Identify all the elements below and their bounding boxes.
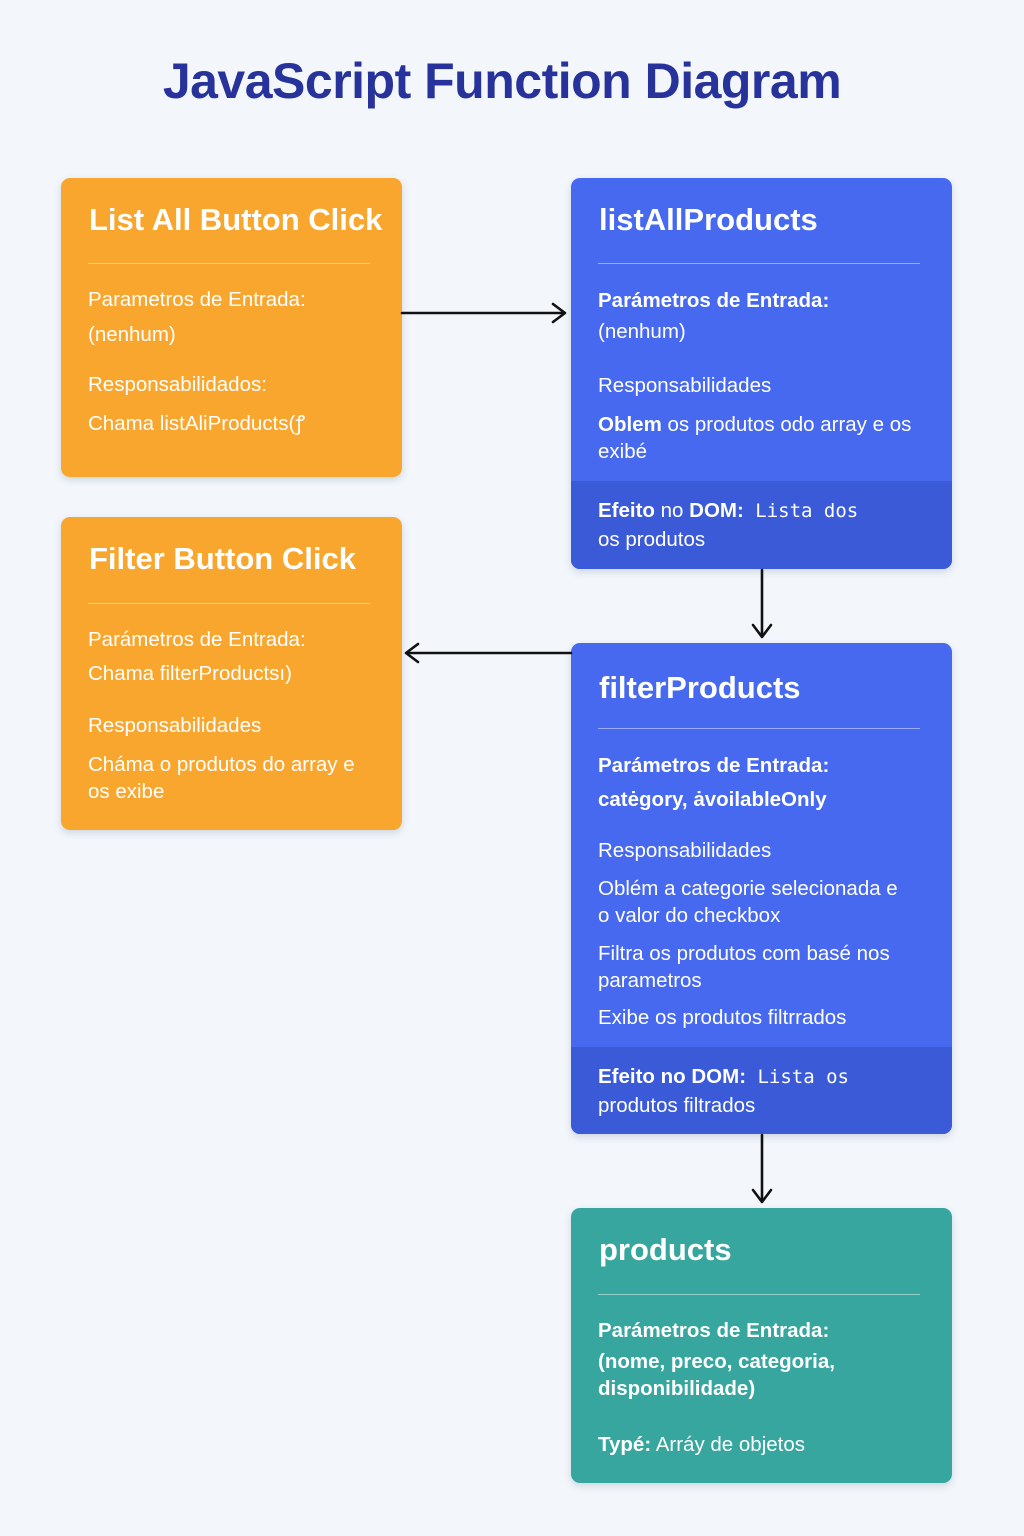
responsibilities-label: Responsabilidades: [598, 374, 772, 397]
params-value: catėgory, ȧvoilableOnly: [598, 788, 827, 811]
dom-effect-label-mid: no: [654, 499, 690, 522]
card-divider: [88, 263, 370, 264]
arrow-filter-products-to-filter-click: [404, 642, 573, 664]
params-value: (nenhum): [88, 323, 176, 346]
params-value: (nome, preco, categoria, disponibilidade…: [598, 1350, 835, 1400]
arrow-filter-products-to-products: [751, 1133, 773, 1204]
params-label: Parametros de Entrada:: [88, 288, 306, 311]
responsibilities-label: Responsabilidades: [598, 839, 772, 862]
arrow-list-all-products-to-filter-products: [751, 568, 773, 639]
card-title: listAllProducts: [599, 202, 818, 237]
dom-effect-line-2: os produtos: [598, 528, 706, 551]
dom-effect-label: Efeito: [598, 499, 655, 522]
responsibility-item: Oblém a categorie selecionada e o valor …: [598, 877, 898, 927]
dom-effect-line-1: Efeito no DOM: Lista dos: [598, 497, 932, 525]
dom-effect-value: Lista os: [746, 1066, 849, 1088]
dom-effect-panel: Efeito no DOM: Lista os produtos filtrad…: [571, 1047, 952, 1134]
card-list-all-button-click: List All Button Click Parametros de Entr…: [61, 178, 402, 477]
params-label: Parámetros de Entrada:: [598, 289, 830, 312]
type-value: Arráy de objetos: [651, 1433, 805, 1456]
dom-effect-line-2: produtos filtrados: [598, 1094, 756, 1117]
dom-effect-line-1: Efeito no DOM: Lista os: [598, 1063, 932, 1091]
dom-effect-label-end: DOM:: [689, 499, 744, 522]
responsibility-item: Cháma o produtos do array e os exibe: [88, 753, 355, 803]
responsibility-item: Exibe os produtos filtrrados: [598, 1006, 847, 1029]
responsibilities-label: Responsabilidades: [88, 714, 262, 737]
card-title: Filter Button Click: [89, 541, 356, 576]
card-title: products: [599, 1232, 732, 1267]
card-divider: [88, 603, 370, 604]
dom-effect-value: Lista dos: [743, 500, 859, 522]
card-divider: [598, 728, 920, 729]
card-divider: [598, 1294, 920, 1295]
card-list-all-products: listAllProducts Parámetros de Entrada: (…: [571, 178, 952, 569]
params-label: Parámetros de Entrada:: [88, 628, 306, 651]
diagram-title: JavaScript Function Diagram: [162, 53, 842, 109]
dom-effect-label: Efeito no DOM:: [598, 1065, 747, 1088]
card-filter-products: filterProducts Parámetros de Entrada: ca…: [571, 643, 952, 1134]
card-divider: [598, 263, 920, 264]
card-filter-button-click: Filter Button Click Parámetros de Entrad…: [61, 517, 402, 830]
responsibilities-label: Responsabilidados:: [88, 373, 267, 396]
type-line: Typé: Arráy de objetos: [598, 1431, 932, 1458]
params-value: Chama filterProductsı): [88, 662, 292, 685]
card-title: filterProducts: [599, 670, 801, 705]
responsibility-verb: Oblem: [598, 413, 662, 436]
params-label: Parámetros de Entrada:: [598, 1319, 830, 1342]
params-value: (nenhum): [598, 320, 686, 343]
params-label: Parámetros de Entrada:: [598, 754, 830, 777]
type-label: Typé:: [598, 1433, 652, 1456]
responsibility-item: Chama listAliProducts(ꝭ: [88, 412, 306, 435]
responsibility-item: Oblem os produtos odo array e os exibé: [598, 411, 912, 465]
responsibility-item: Filtra os produtos com basé nos parametr…: [598, 942, 890, 992]
dom-effect-panel: Efeito no DOM: Lista dos os produtos: [571, 481, 952, 569]
responsibility-rest: os produtos odo array e os exibé: [598, 413, 912, 463]
arrow-list-all-click-to-list-all-products: [400, 302, 567, 324]
card-products: products Parámetros de Entrada: (nome, p…: [571, 1208, 952, 1483]
card-title: List All Button Click: [89, 202, 383, 237]
